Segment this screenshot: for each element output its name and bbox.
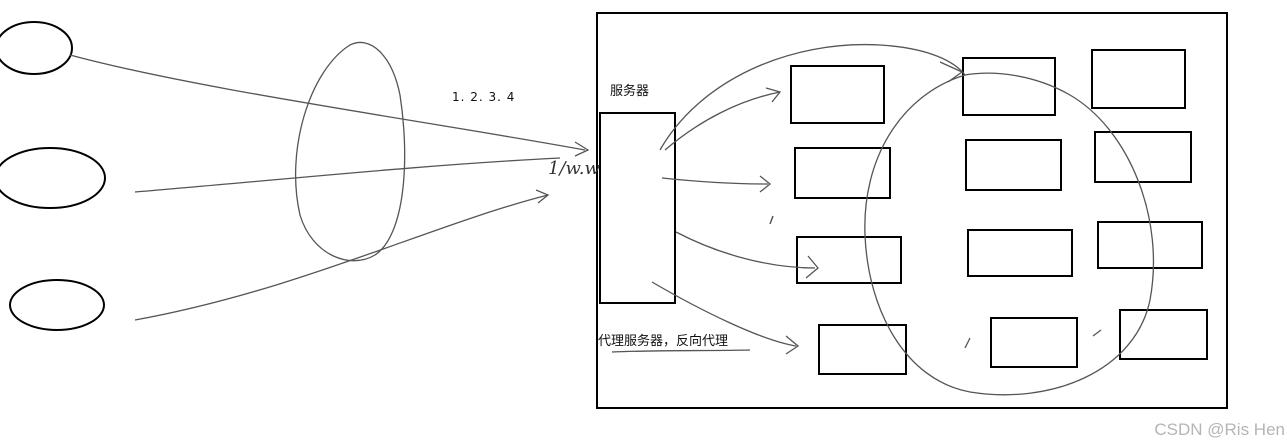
client-ellipse-2	[0, 147, 106, 209]
backend-server-box	[962, 57, 1056, 116]
forward-arrow-head	[759, 175, 772, 193]
client-ellipse-1	[0, 21, 73, 75]
reverse-proxy-label: 代理服务器，反向代理	[598, 334, 729, 349]
server-container	[596, 12, 1228, 409]
top-sweep-arc-head	[939, 61, 964, 83]
request-group-loop	[294, 41, 406, 262]
proxy-server-box	[599, 112, 676, 304]
backend-server-box	[990, 317, 1078, 368]
backend-server-box	[794, 147, 891, 199]
backend-server-box	[1094, 131, 1192, 183]
sketch-mark	[769, 215, 774, 225]
backend-group-loop	[864, 72, 1154, 396]
sketch-mark	[1092, 329, 1102, 337]
backend-server-box	[1119, 309, 1208, 360]
backend-server-box	[967, 229, 1073, 277]
watermark: CSDN @Ris Hen	[1154, 420, 1285, 439]
top-sweep-arc	[659, 43, 966, 151]
forward-arrow-head	[785, 335, 800, 355]
forward-arrow	[664, 91, 781, 151]
handwritten-www-label: 1/w.w	[548, 158, 600, 179]
ip-address-label: 1. 2. 3. 4	[452, 90, 516, 104]
forward-arrow	[651, 281, 797, 347]
request-arrow-3	[134, 194, 549, 321]
forward-arrow-head	[805, 255, 819, 279]
backend-server-box	[1097, 221, 1203, 269]
forward-arrow-head	[765, 87, 782, 103]
forward-arrow	[675, 231, 816, 269]
backend-server-box	[796, 236, 902, 284]
proxy-label-underline	[611, 349, 751, 353]
backend-server-box	[1091, 49, 1186, 109]
backend-server-box	[965, 139, 1062, 191]
backend-server-box	[790, 65, 885, 124]
request-arrow-1	[69, 54, 586, 151]
request-arrow-2	[134, 157, 561, 193]
backend-server-box	[818, 324, 907, 375]
forward-arrow	[661, 177, 769, 185]
request-arrow-3-head	[535, 189, 550, 204]
sketch-mark	[964, 337, 971, 349]
server-label: 服务器	[610, 84, 650, 99]
client-ellipse-3	[9, 279, 105, 331]
request-arrow-1-head	[574, 141, 590, 157]
